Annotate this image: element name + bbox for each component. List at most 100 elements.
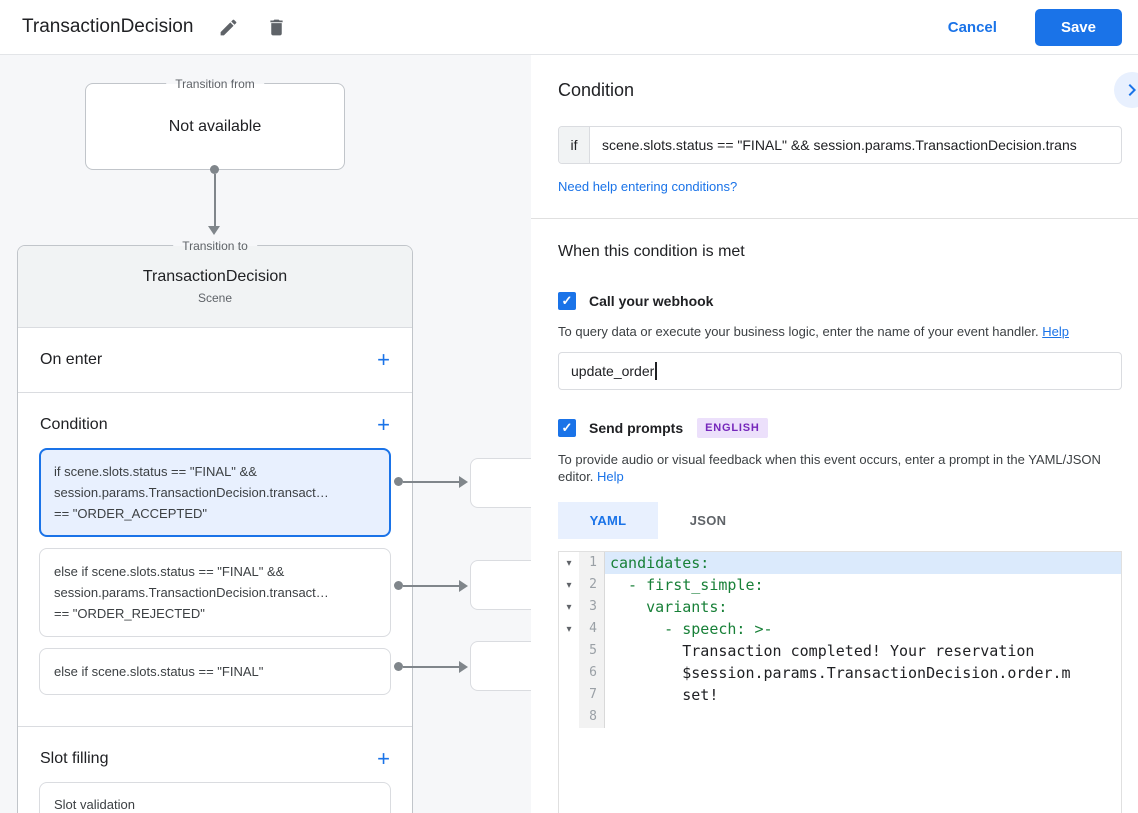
panel-title: Condition <box>558 80 635 100</box>
prompts-help-link[interactable]: Help <box>597 469 624 484</box>
section-divider <box>531 218 1138 219</box>
editor-line[interactable]: ▾2 - first_simple: <box>559 574 1121 596</box>
webhook-row: ✓ Call your webhook <box>558 292 1122 310</box>
code-text: set! <box>610 686 719 704</box>
webhook-description: To query data or execute your business l… <box>558 323 1118 340</box>
transition-target-box[interactable] <box>470 641 531 691</box>
line-number: 2 <box>579 574 605 596</box>
line-number: 4 <box>579 618 605 640</box>
event-handler-input[interactable]: update_order <box>558 352 1122 390</box>
code-text <box>605 706 1121 728</box>
fold-arrow-icon[interactable]: ▾ <box>559 574 579 596</box>
condition-expression-input[interactable]: if scene.slots.status == "FINAL" && sess… <box>558 126 1122 164</box>
code-text: - speech: >- <box>610 620 773 638</box>
transition-from-content: Not available <box>168 117 262 135</box>
transition-target-box[interactable] <box>470 560 531 610</box>
connector-arrowhead-icon <box>208 226 220 235</box>
collapse-panel-button[interactable] <box>1114 72 1138 108</box>
editor-line[interactable]: ▾3 variants: <box>559 596 1121 618</box>
connector-line <box>403 481 461 483</box>
line-number: 6 <box>579 662 605 684</box>
slot-filling-label: Slot filling <box>40 750 109 767</box>
fold-arrow-icon[interactable]: ▾ <box>559 552 579 574</box>
condition-editor-panel: Condition if scene.slots.status == "FINA… <box>531 55 1138 813</box>
fold-spacer <box>559 684 579 706</box>
editor-line[interactable]: 8 <box>559 706 1121 728</box>
fold-spacer <box>559 706 579 728</box>
top-bar: TransactionDecision Cancel Save <box>0 0 1138 55</box>
condition-label: Condition <box>40 416 108 433</box>
editor-line[interactable]: 5 Transaction completed! Your reservatio… <box>559 640 1121 662</box>
editor-line[interactable]: 6 $session.params.TransactionDecision.or… <box>559 662 1121 684</box>
if-prefix-label: if <box>559 127 590 163</box>
connector-dot <box>394 662 403 671</box>
transition-target-box[interactable] <box>470 458 531 508</box>
connector-arrowhead-icon <box>459 580 468 592</box>
webhook-label: Call your webhook <box>589 293 714 309</box>
transition-to-legend: Transition to <box>173 237 257 255</box>
condition-card[interactable]: else if scene.slots.status == "FINAL" <box>39 648 391 695</box>
condition-card-list: if scene.slots.status == "FINAL" && sess… <box>18 448 412 695</box>
cancel-button[interactable]: Cancel <box>938 11 1007 44</box>
fold-spacer <box>559 640 579 662</box>
slot-filling-section-header: Slot filling + <box>18 727 412 782</box>
connector-line <box>214 174 216 226</box>
send-prompts-row: ✓ Send prompts ENGLISH <box>558 418 1122 438</box>
condition-card[interactable]: if scene.slots.status == "FINAL" && sess… <box>39 448 391 537</box>
connector-arrowhead-icon <box>459 661 468 673</box>
slot-validation-card[interactable]: Slot validation <box>39 782 391 813</box>
send-prompts-checkbox[interactable]: ✓ <box>558 419 576 437</box>
conditions-help-link[interactable]: Need help entering conditions? <box>558 179 738 194</box>
line-number: 1 <box>579 552 605 574</box>
scene-header[interactable]: TransactionDecision Scene <box>18 246 412 328</box>
add-slot-button[interactable]: + <box>377 746 390 771</box>
on-enter-section[interactable]: On enter + <box>18 328 412 393</box>
scene-diagram-panel: Transition from Not available Transition… <box>0 55 531 813</box>
chevron-right-icon <box>1120 78 1138 102</box>
editor-format-tabs: YAML JSON <box>558 502 1122 539</box>
condition-section: Condition + if scene.slots.status == "FI… <box>18 393 412 727</box>
fold-spacer <box>559 662 579 684</box>
connector-line <box>403 585 461 587</box>
connector-dot <box>394 477 403 486</box>
connector-arrowhead-icon <box>459 476 468 488</box>
condition-card[interactable]: else if scene.slots.status == "FINAL" &&… <box>39 548 391 637</box>
tab-yaml[interactable]: YAML <box>558 502 658 539</box>
transition-from-box: Transition from Not available <box>85 75 345 170</box>
webhook-description-text: To query data or execute your business l… <box>558 324 1039 339</box>
webhook-checkbox[interactable]: ✓ <box>558 292 576 310</box>
send-prompts-label: Send prompts <box>589 420 684 436</box>
connector-dot <box>394 581 403 590</box>
code-text: $session.params.TransactionDecision.orde… <box>610 664 1071 682</box>
language-badge: ENGLISH <box>697 418 768 438</box>
fold-arrow-icon[interactable]: ▾ <box>559 618 579 640</box>
prompts-description-text: To provide audio or visual feedback when… <box>558 452 1101 484</box>
add-on-enter-button[interactable]: + <box>377 347 390 372</box>
fold-arrow-icon[interactable]: ▾ <box>559 596 579 618</box>
pencil-icon <box>218 17 239 38</box>
editor-line[interactable]: 7 set! <box>559 684 1121 706</box>
code-text: variants: <box>610 598 728 616</box>
delete-scene-button[interactable] <box>263 14 289 40</box>
editor-line[interactable]: ▾4 - speech: >- <box>559 618 1121 640</box>
connector-line <box>403 666 461 668</box>
webhook-help-link[interactable]: Help <box>1042 324 1069 339</box>
tab-json[interactable]: JSON <box>658 502 758 539</box>
transition-from-legend: Transition from <box>166 75 264 93</box>
line-number: 3 <box>579 596 605 618</box>
slot-filling-section: Slot filling + Slot validation <box>18 727 412 813</box>
condition-expression-value: scene.slots.status == "FINAL" && session… <box>602 137 1077 153</box>
code-text: Transaction completed! Your reservation <box>610 642 1035 660</box>
scene-type-label: Scene <box>197 291 233 305</box>
code-text: - first_simple: <box>610 576 764 594</box>
save-button[interactable]: Save <box>1034 8 1122 46</box>
text-cursor <box>655 362 657 380</box>
add-condition-button[interactable]: + <box>377 412 390 437</box>
page-title: TransactionDecision <box>22 16 194 37</box>
when-met-title: When this condition is met <box>558 243 745 260</box>
on-enter-label: On enter <box>40 351 103 368</box>
edit-scene-button[interactable] <box>215 14 241 40</box>
